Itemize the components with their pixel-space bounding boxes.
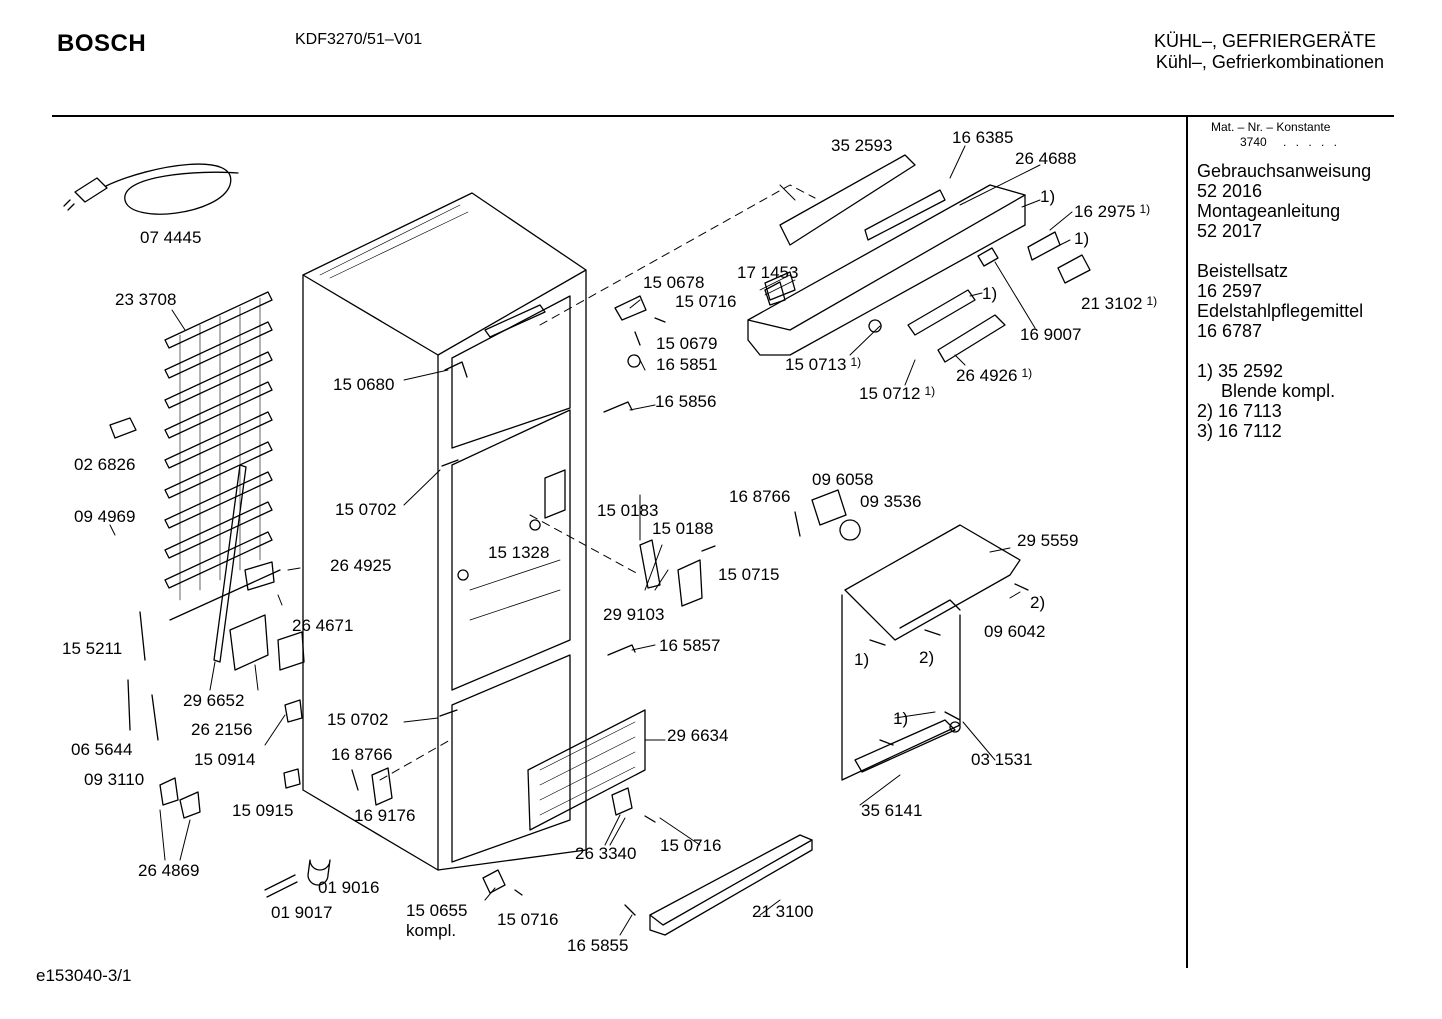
part-callout: 01 9017 xyxy=(271,903,333,922)
base-grille-part xyxy=(649,834,813,936)
part-callout: 03 1531 xyxy=(971,750,1033,769)
part-callout: 15 0702 xyxy=(327,710,389,729)
sidebar-line: 52 2017 xyxy=(1197,221,1263,241)
part-callout: 16 6385 xyxy=(952,128,1014,147)
assembly-guide-lines xyxy=(379,184,816,781)
sidebar-line: Gebrauchsanweisung xyxy=(1197,161,1372,181)
heater-tube-part xyxy=(213,464,247,663)
part-callout: 15 0716 xyxy=(660,836,722,855)
part-callout: 15 0188 xyxy=(652,519,714,538)
part-callout: 15 0183 xyxy=(597,501,659,520)
part-callout: 07 4445 xyxy=(140,228,202,247)
part-callout: 26 3340 xyxy=(575,844,637,863)
part-callout: 15 0914 xyxy=(194,750,256,769)
part-callout: 16 5855 xyxy=(567,936,629,955)
sidebar-line: Beistellsatz xyxy=(1197,261,1289,281)
part-callout: kompl. xyxy=(406,921,457,940)
sidebar-divider xyxy=(1186,115,1188,968)
part-callout: 26 4671 xyxy=(292,616,354,635)
sidebar-line: 2) 16 7113 xyxy=(1197,401,1282,421)
part-callout: 02 6826 xyxy=(74,455,136,474)
part-callout: 2) xyxy=(1030,593,1046,612)
part-callout: 1) xyxy=(854,650,870,669)
duct-cover-part xyxy=(841,524,1021,781)
part-callout: 26 4925 xyxy=(330,556,392,575)
part-callout: 35 6141 xyxy=(861,801,923,820)
part-callout: 21 3100 xyxy=(752,902,814,921)
part-callout: 15 0679 xyxy=(656,334,718,353)
part-callout: 15 1328 xyxy=(488,543,550,562)
part-callout: 1) xyxy=(893,709,909,728)
part-callout: 26 4869 xyxy=(138,861,200,880)
sidebar-line: Blende kompl. xyxy=(1221,381,1336,401)
part-callout: 15 0716 xyxy=(675,292,737,311)
part-callout: 09 6042 xyxy=(984,622,1046,641)
drawing-code: e153040-3/1 xyxy=(36,966,132,985)
evaporator-part xyxy=(527,709,646,831)
part-callout: 09 3536 xyxy=(860,492,922,511)
part-callout: 16 8766 xyxy=(331,745,393,764)
part-callout: 09 3110 xyxy=(84,770,145,789)
category-title: KÜHL–, GEFRIERGERÄTE xyxy=(1153,31,1376,51)
model-number: KDF3270/51–V01 xyxy=(295,31,423,48)
part-callout: 16 5856 xyxy=(655,392,717,411)
part-callout: 15 0915 xyxy=(232,801,294,820)
part-callout: 16 9176 xyxy=(354,806,416,825)
part-callout: 29 6634 xyxy=(667,726,729,745)
part-callout: 16 5851 xyxy=(656,355,718,374)
mat-number-value: 3740 xyxy=(1240,135,1267,149)
small-parts xyxy=(109,271,1029,916)
brand-logo: BOSCH xyxy=(57,30,147,57)
sidebar-line: 16 6787 xyxy=(1197,321,1263,341)
part-callout: 09 4969 xyxy=(74,507,136,526)
part-callout: 09 6058 xyxy=(812,470,874,489)
leader-lines xyxy=(109,145,1073,936)
part-callout: 1) xyxy=(1040,187,1056,206)
part-callout: 17 1453 xyxy=(737,263,799,282)
part-callout: 2) xyxy=(919,648,935,667)
category-subtitle: Kühl–, Gefrierkombinationen xyxy=(1155,52,1384,72)
part-callout: 15 0655 xyxy=(406,901,468,920)
part-callout: 16 9007 xyxy=(1020,325,1082,344)
part-callout: 16 5857 xyxy=(659,636,721,655)
sidebar-line: Edelstahlpflegemittel xyxy=(1197,301,1364,321)
header-divider xyxy=(52,115,1394,117)
part-callout: 15 0715 xyxy=(718,565,780,584)
sidebar-line: 52 2016 xyxy=(1197,181,1263,201)
mat-number-dots: . . . . . xyxy=(1283,135,1341,149)
sidebar-line: Montageanleitung xyxy=(1197,201,1341,221)
part-callout: 15 5211 xyxy=(62,639,123,658)
part-callout: 26 2156 xyxy=(191,720,253,739)
part-callout: 16 8766 xyxy=(729,487,791,506)
sidebar-line: 16 2597 xyxy=(1197,281,1263,301)
part-callout: 1) xyxy=(1074,229,1090,248)
part-callout: 15 0716 xyxy=(497,910,559,929)
part-callout: 06 5644 xyxy=(71,740,133,759)
part-callout: 23 3708 xyxy=(115,290,177,309)
cabinet-part xyxy=(302,192,587,871)
mat-number-header: Mat. – Nr. – Konstante xyxy=(1211,120,1331,134)
part-callout: 01 9016 xyxy=(318,878,380,897)
sidebar-line: 1) 35 2592 xyxy=(1197,361,1284,381)
part-callout: 15 0702 xyxy=(335,500,397,519)
part-callout: 15 0678 xyxy=(643,273,705,292)
part-callout: 35 2593 xyxy=(831,136,893,155)
condenser-part xyxy=(164,291,281,621)
power-cord-part xyxy=(63,163,239,215)
part-callout: 29 5559 xyxy=(1017,531,1079,550)
part-callout: 1) xyxy=(982,284,998,303)
part-callout: 26 4688 xyxy=(1015,149,1077,168)
part-callout: 15 0680 xyxy=(333,375,395,394)
sidebar-line: 3) 16 7112 xyxy=(1197,421,1282,441)
part-callout: 29 9103 xyxy=(603,605,665,624)
part-callout: 29 6652 xyxy=(183,691,245,710)
